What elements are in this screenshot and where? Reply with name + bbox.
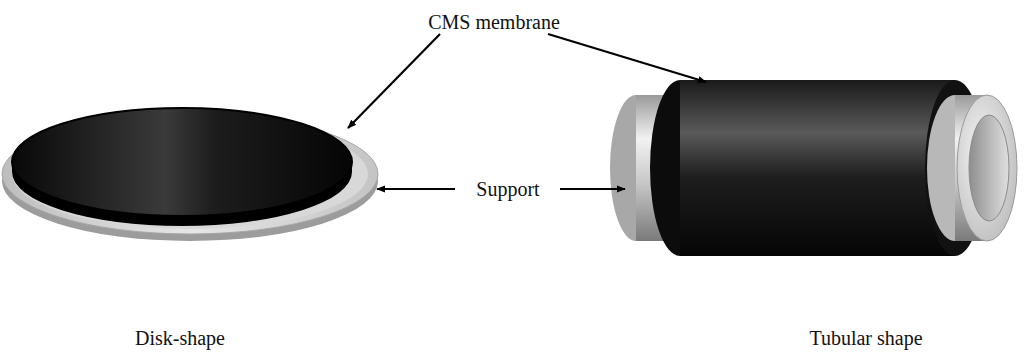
caption-label: Tubular shape xyxy=(809,327,922,349)
leader-arrows xyxy=(348,34,706,189)
caption-label: Disk-shape xyxy=(135,327,225,349)
disk-membrane xyxy=(12,108,352,226)
leader-line xyxy=(348,34,440,128)
part-label: Support xyxy=(472,178,543,200)
leader-line xyxy=(548,34,706,82)
part-label: CMS membrane xyxy=(428,11,560,33)
leader-line xyxy=(377,188,455,190)
leader-line xyxy=(560,188,625,190)
tube xyxy=(610,80,1017,256)
